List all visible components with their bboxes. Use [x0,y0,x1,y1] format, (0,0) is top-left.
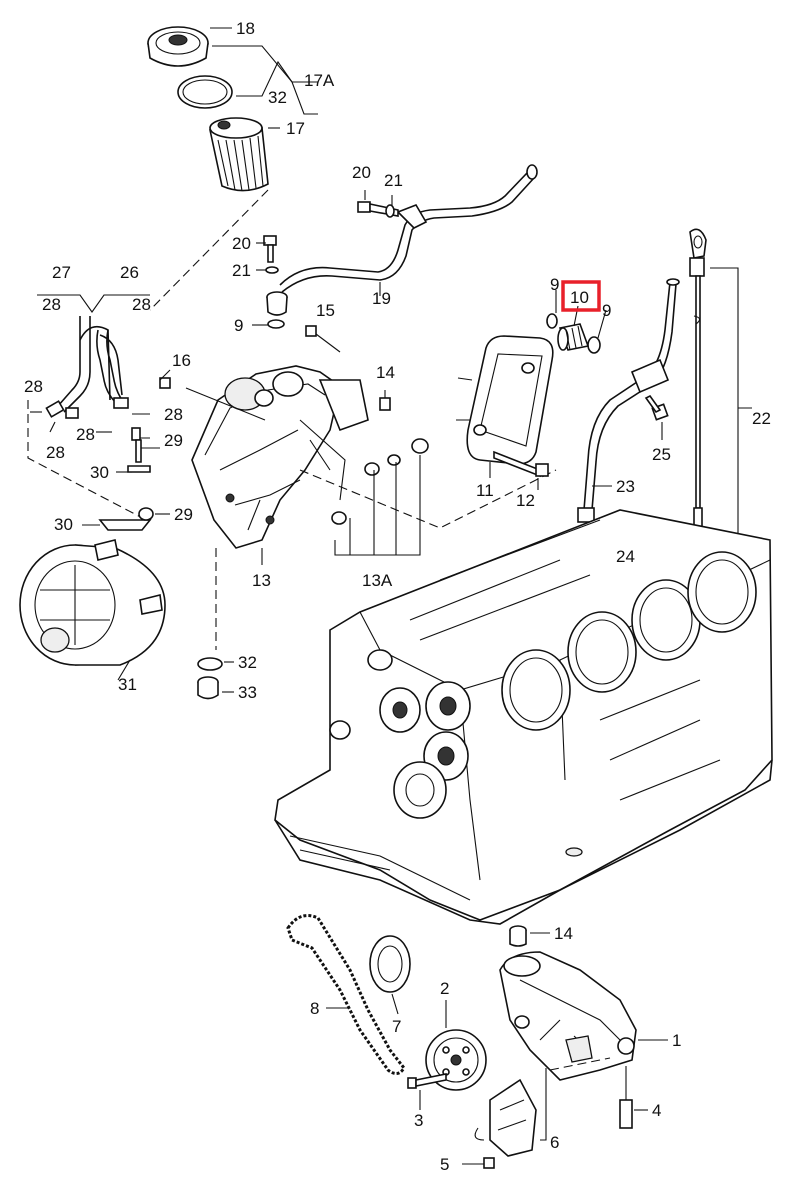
engine-block [274,509,773,925]
bolt-3 [407,1073,447,1089]
callout-26: 26 [120,263,139,282]
callout-21-mid: 21 [232,261,251,280]
callout-20-top: 20 [352,163,371,182]
drain-seal [197,657,223,671]
callout-30-upper: 30 [90,463,109,482]
callout-15: 15 [316,301,335,320]
dipstick-guide-tube [577,278,680,523]
callout-17A: 17A [304,71,335,90]
callout-28-d: 28 [164,405,183,424]
callout-20-mid: 20 [232,234,251,253]
bolt-12 [493,450,549,478]
callout-33: 33 [238,683,257,702]
callout-9-cooler-left: 9 [550,275,559,294]
drain-plug [197,676,219,700]
bolt-20-lower [263,235,279,274]
callout-29-lower: 29 [174,505,193,524]
accessory-bracket [191,365,369,549]
callout-9-cooler-right: 9 [602,301,611,320]
callout-19: 19 [372,289,391,308]
callout-13A: 13A [362,571,393,590]
alternator [19,539,166,666]
callout-21-top: 21 [384,171,403,190]
callout-32-bottom: 32 [238,653,257,672]
callout-25: 25 [652,445,671,464]
callout-29-upper: 29 [164,431,183,450]
callout-22: 22 [752,409,771,428]
chain-sprocket-7 [369,935,411,993]
callout-28-a: 28 [42,295,61,314]
oil-filter-cap [147,26,209,67]
callout-6: 6 [550,1133,559,1152]
bolt-29-upper [127,427,151,473]
oil-pump [499,951,637,1081]
callout-32-top: 32 [268,88,287,107]
callout-4: 4 [652,1101,661,1120]
clip-30-lower [98,507,154,531]
callout-28-e: 28 [76,425,95,444]
callout-1: 1 [672,1031,681,1050]
callout-14-bottom: 14 [554,924,573,943]
callout-31: 31 [118,675,137,694]
callout-24: 24 [616,547,635,566]
callout-30-lower: 30 [54,515,73,534]
callout-8: 8 [310,999,319,1018]
callout-11: 11 [476,481,494,500]
coolant-pipes [45,316,129,419]
oil-cooler [456,335,554,465]
filter-o-ring [177,75,233,109]
callout-28-c: 28 [24,377,43,396]
oil-dipstick [689,228,707,531]
callout-27: 27 [52,263,71,282]
callout-7: 7 [392,1017,401,1036]
seal-9 [267,319,285,329]
callout-9-left: 9 [234,316,243,335]
callout-12: 12 [516,491,535,510]
callout-13: 13 [252,571,271,590]
callout-17: 17 [286,119,305,138]
callout-16: 16 [172,351,191,370]
callout-3: 3 [414,1111,423,1130]
callout-23: 23 [616,477,635,496]
chain-tensioner [474,1078,537,1157]
callout-labels: 18 17A 32 17 20 21 20 21 19 9 15 16 14 2… [24,19,771,1174]
callout-18: 18 [236,19,255,38]
callout-28-f: 28 [46,443,65,462]
bolt-20-upper [357,201,399,218]
drive-chain [286,914,406,1075]
cooler-sleeve-10 [557,323,590,351]
callout-2: 2 [440,979,449,998]
callout-10-highlighted: 10 [570,288,589,307]
callout-5: 5 [440,1155,449,1174]
oil-return-pipe [266,164,538,316]
callout-14-top: 14 [376,363,395,382]
bolt-25 [644,394,669,421]
callout-28-b: 28 [132,295,151,314]
oil-filter-element [209,117,269,192]
highlight-box [561,280,601,312]
guide-sleeve-14 [509,925,527,947]
